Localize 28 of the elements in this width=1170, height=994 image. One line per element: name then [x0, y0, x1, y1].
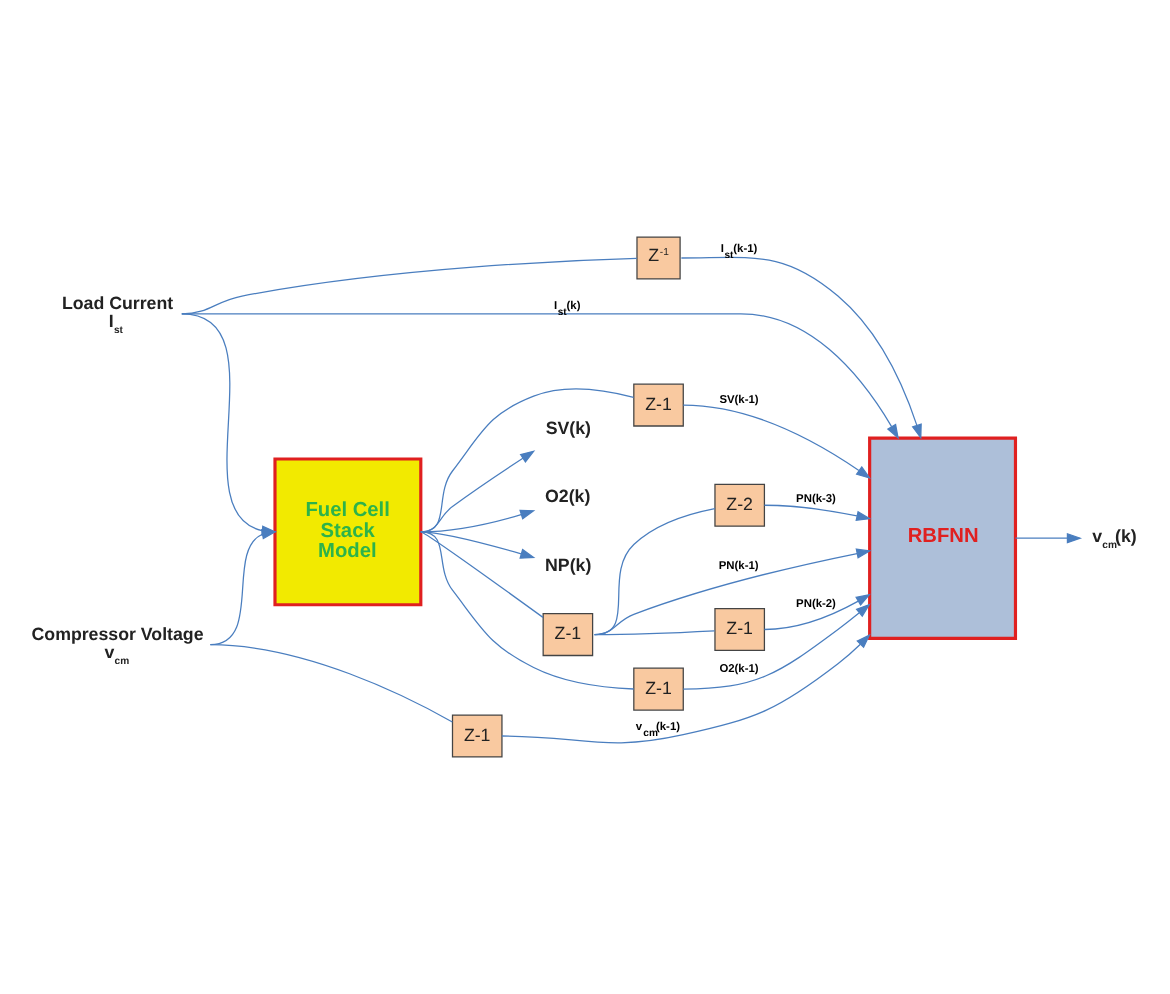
node-box: Z-1 [633, 383, 684, 427]
node-box: RBFNN [868, 436, 1018, 640]
node-text: O2(k) [545, 486, 591, 507]
arrow [682, 404, 872, 479]
node-box: Z-1 [633, 667, 684, 711]
arrow [181, 313, 899, 440]
node-text: v$_{cm}$(k) [1092, 525, 1137, 552]
node-box: Fuel Cell Stack Model [273, 457, 423, 607]
node-text: Compressor Voltage v$_{cm}$ [31, 623, 204, 668]
node-box: Z-1 [542, 613, 594, 657]
node-text: NP(k) [545, 554, 592, 575]
arrow [763, 593, 871, 631]
arrow [680, 256, 922, 440]
node-box: Z-1 [714, 607, 766, 652]
connector [420, 531, 635, 690]
arrow [682, 603, 871, 690]
connector [420, 531, 544, 618]
connector [209, 644, 453, 723]
node-box: Z-2 [714, 483, 766, 527]
arrow [593, 548, 872, 636]
arrow [763, 504, 872, 522]
connector [420, 388, 635, 533]
node-text: Load Current I$_{st}$ [61, 292, 174, 337]
arrow [501, 633, 871, 744]
node-box: Z$^{-1}$ [636, 236, 681, 280]
node-box: Z-1 [451, 714, 503, 758]
node-text: SV(k) [545, 417, 592, 438]
arrow [1014, 532, 1083, 544]
